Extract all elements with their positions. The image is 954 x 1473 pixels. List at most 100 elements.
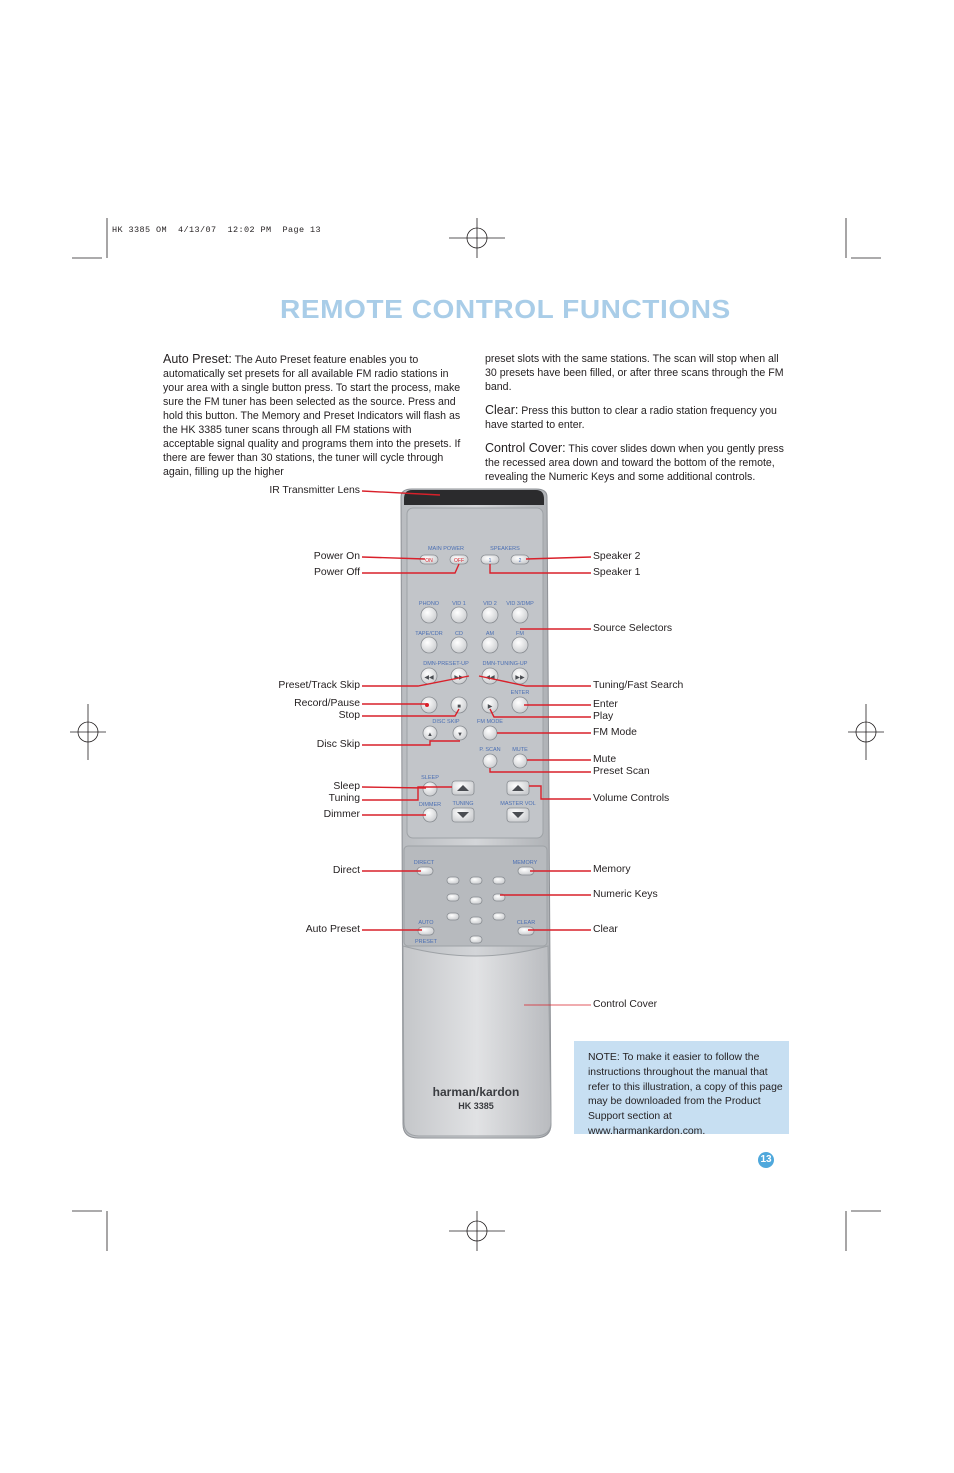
disc-skip-down-button[interactable] [422, 725, 438, 741]
callout-speaker-2: Speaker 2 [593, 551, 641, 562]
stop-button[interactable] [450, 696, 468, 714]
callout-fm-mode: FM Mode [593, 727, 637, 738]
numeric-key[interactable] [492, 912, 506, 921]
preset-label: PRESET [415, 939, 438, 945]
callout-memory: Memory [593, 864, 631, 875]
mute-label: MUTE [512, 747, 528, 753]
note-text: To make it easier to follow the instruct… [588, 1052, 783, 1137]
dmn-preset-label: DMN-PRESET-UP [423, 661, 469, 667]
stop-icon: ■ [457, 704, 461, 710]
right-column: preset slots with the same stations. The… [485, 352, 788, 493]
src-vid1-button[interactable] [450, 606, 468, 624]
auto-preset-button[interactable] [417, 926, 435, 936]
power-on-text: ON [425, 558, 433, 564]
tuning-up-button[interactable] [511, 667, 529, 685]
callout-mute: Mute [593, 754, 617, 765]
callout-tuning: Tuning [328, 793, 360, 804]
tuning-label: TUNING [452, 801, 473, 807]
page-title: REMOTE CONTROL FUNCTIONS [280, 294, 731, 324]
src-vid2-label: VID 2 [483, 601, 497, 607]
numeric-key[interactable] [469, 935, 483, 944]
src-phono-button[interactable] [420, 606, 438, 624]
numeric-panel [403, 845, 548, 947]
left-column: Auto Preset: The Auto Preset feature ena… [163, 352, 465, 488]
numeric-key[interactable] [446, 912, 460, 921]
sleep-label: SLEEP [421, 775, 439, 781]
mute-button[interactable] [512, 753, 528, 769]
numeric-key[interactable] [469, 896, 483, 905]
src-fm-label: FM [516, 631, 524, 637]
note-keyword: NOTE: [588, 1052, 620, 1063]
numeric-key[interactable] [492, 893, 506, 902]
src-phono-label: PHONO [419, 601, 440, 607]
speaker-2-text: 2 [519, 558, 522, 564]
disc-up-icon: ▼ [457, 732, 463, 738]
callout-stop: Stop [338, 710, 360, 721]
numeric-key[interactable] [446, 876, 460, 885]
callout-clear: Clear [593, 924, 618, 935]
callout-direct: Direct [332, 865, 360, 876]
master-vol-label: MASTER VOL [500, 801, 535, 807]
skip-back-icon: ◀◀ [424, 675, 434, 681]
callout-preset-track-skip: Preset/Track Skip [278, 680, 360, 691]
disc-down-icon: ▲ [427, 732, 433, 738]
src-vid3-label: VID 3/DMP [506, 601, 534, 607]
memory-label: MEMORY [513, 860, 538, 866]
fast-fwd-icon: ▶▶ [515, 675, 525, 681]
callout-numeric-keys: Numeric Keys [593, 889, 658, 900]
enter-label: ENTER [511, 690, 530, 696]
dimmer-label: DIMMER [419, 802, 441, 808]
preset-scan-button[interactable] [482, 753, 498, 769]
auto-preset-continuation: preset slots with the same stations. The… [485, 353, 784, 393]
print-slug: HK 3385 OM 4/13/07 12:02 PM Page 13 [112, 225, 322, 235]
note-box: NOTE: To make it easier to follow the in… [574, 1041, 789, 1137]
play-button[interactable] [481, 696, 499, 714]
volume-down-icon [512, 812, 524, 818]
numeric-key[interactable] [469, 876, 483, 885]
page-number: 13 [758, 1152, 774, 1168]
src-fm-button[interactable] [511, 636, 529, 654]
callout-ir-lens: IR Transmitter Lens [269, 485, 360, 496]
callout-power-on: Power On [313, 551, 360, 562]
callout-disc-skip: Disc Skip [316, 739, 360, 750]
callout-speaker-1: Speaker 1 [593, 567, 641, 578]
main-power-label: MAIN POWER [428, 546, 464, 552]
src-cd-label: CD [455, 631, 463, 637]
numeric-key[interactable] [469, 916, 483, 925]
numeric-key[interactable] [446, 893, 460, 902]
callout-sleep: Sleep [333, 781, 360, 792]
tuning-down-icon [457, 812, 469, 818]
tuning-up-icon [457, 785, 469, 791]
numeric-key[interactable] [492, 876, 506, 885]
play-icon: ▶ [488, 704, 493, 710]
auto-label: AUTO [418, 920, 434, 926]
src-vid2-button[interactable] [481, 606, 499, 624]
clear-keyword: Clear: [485, 403, 519, 417]
control-cover-keyword: Control Cover: [485, 441, 566, 455]
callout-record-pause: Record/Pause [294, 698, 360, 709]
auto-preset-text: The Auto Preset feature enables you to a… [163, 354, 461, 478]
auto-preset-keyword: Auto Preset: [163, 352, 232, 366]
src-tape-button[interactable] [420, 636, 438, 654]
callout-source-selectors: Source Selectors [593, 623, 673, 634]
clear-button[interactable] [517, 926, 535, 936]
disc-skip-up-button[interactable] [452, 725, 468, 741]
sleep-button[interactable] [422, 781, 438, 797]
control-cover-text: This cover slides down when you gently p… [485, 443, 784, 483]
upper-panel [406, 507, 544, 839]
callout-enter: Enter [593, 699, 618, 710]
p-scan-label: P. SCAN [479, 747, 500, 753]
fm-mode-button[interactable] [482, 725, 498, 741]
callout-dimmer: Dimmer [323, 809, 360, 820]
callout-control-cover: Control Cover [593, 999, 658, 1010]
src-vid1-label: VID 1 [452, 601, 466, 607]
src-cd-button[interactable] [450, 636, 468, 654]
src-vid3-button[interactable] [511, 606, 529, 624]
src-am-button[interactable] [481, 636, 499, 654]
brand-logo: harman/kardon [433, 1085, 520, 1099]
callout-power-off: Power Off [313, 567, 360, 578]
src-tape-label: TAPE/CDR [415, 631, 442, 637]
callout-volume-controls: Volume Controls [593, 793, 670, 804]
disc-skip-label: DISC SKIP [432, 719, 460, 725]
